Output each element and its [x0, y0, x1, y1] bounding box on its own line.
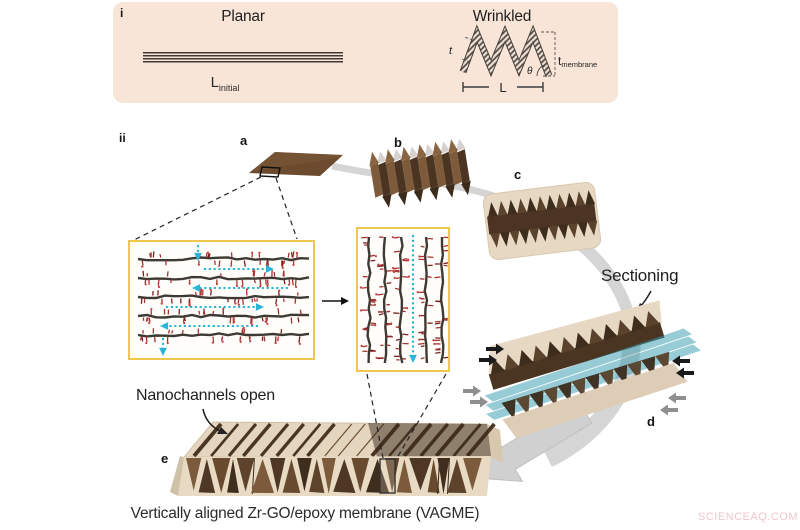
planar-title: Planar [221, 8, 265, 25]
figure-caption: Vertically aligned Zr-GO/epoxy membrane … [130, 505, 480, 522]
horizontal-go-sheets-art [137, 245, 310, 356]
panel-i-index: i [120, 6, 124, 20]
step-label-d: d [647, 414, 655, 429]
nanochannels-label: Nanochannels open [136, 387, 275, 404]
step-label-a: a [240, 133, 248, 148]
theta-label: θ [527, 66, 533, 77]
vertical-go-sheets-art [359, 235, 448, 364]
step-label-b: b [394, 135, 402, 150]
l-initial-label: Linitial [175, 74, 275, 93]
sectioning-label: Sectioning [601, 266, 679, 285]
planar-go-sheet-a [249, 152, 343, 176]
zoom-dashed-lines-e [366, 373, 447, 459]
wavelength-dimension [462, 82, 544, 92]
zoom-dashed-lines-a [133, 176, 298, 241]
sectioning-block-d [484, 300, 701, 439]
t-membrane-bracket [541, 31, 556, 77]
panel-i-schematic: i Planar Linitial Wrinkled [113, 2, 618, 103]
wrinkled-zigzag-diagram: tmembrane θ t L [449, 24, 597, 95]
zoom-source-rect-e [379, 458, 396, 494]
watermark: SCIENCEAQ.COM [698, 511, 799, 523]
wavelength-label: L [499, 80, 506, 95]
go-sheets-horizontal [137, 251, 310, 345]
wrinkled-membrane-b [369, 138, 471, 208]
zoom-source-rect-a [259, 166, 281, 178]
epoxy-embedded-block-c [482, 181, 602, 261]
go-sheets-vertical [359, 236, 448, 364]
nanochannels-pointer-arrow [202, 408, 228, 434]
panel-ii-index: ii [119, 131, 126, 145]
water-path-arrows [159, 245, 288, 356]
slope-t-label: t [449, 45, 453, 57]
zigzag-hatched-membrane [460, 27, 552, 77]
theta-angle-arc [536, 64, 545, 77]
wrinkled-title: Wrinkled [472, 8, 532, 25]
slope-thickness-ticks [462, 36, 475, 64]
l-initial-main: L [210, 74, 219, 91]
vagme-membrane-e [170, 421, 503, 496]
inset-box-vertical-go [356, 227, 450, 372]
water-path-arrow-vertical [409, 235, 417, 363]
l-initial-sub: initial [218, 83, 240, 93]
sectioning-arrows [463, 343, 694, 416]
transform-arrow [322, 297, 349, 305]
t-membrane-label: tmembrane [558, 54, 597, 69]
step-label-e: e [161, 451, 169, 466]
planar-membrane-lines [143, 52, 343, 63]
step-label-c: c [514, 167, 522, 182]
inset-box-horizontal-go [128, 240, 315, 360]
